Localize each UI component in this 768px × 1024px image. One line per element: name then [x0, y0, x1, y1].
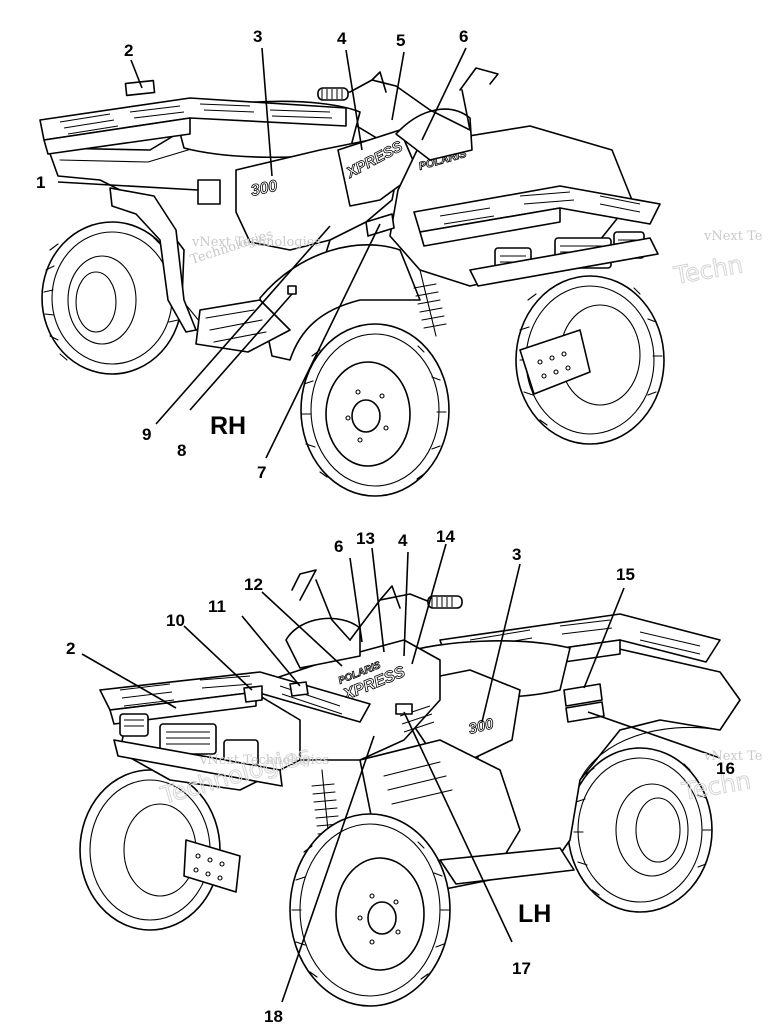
watermark-text: vNext Technologies	[191, 235, 321, 250]
lh-handlebars	[291, 569, 463, 641]
lh-callout-17: 17	[512, 959, 531, 978]
lh-callout-16: 16	[716, 759, 735, 778]
lh-callout-13: 13	[356, 529, 375, 548]
lh-callout-11: 11	[208, 597, 226, 616]
lh-decal-17	[395, 703, 413, 715]
lh-decal-16	[565, 701, 605, 723]
rh-front-rack	[413, 185, 661, 247]
lh-headlights	[113, 713, 283, 787]
lh-decal-10	[243, 685, 263, 703]
rh-headlights	[469, 231, 659, 287]
lh-skid-plate	[183, 839, 241, 893]
rh-front-shock	[413, 269, 447, 337]
rh-decal-1	[197, 179, 221, 205]
lh-decal-15	[563, 683, 603, 707]
lh-callout-10: 10	[166, 611, 185, 630]
rh-callout-1: 1	[36, 173, 45, 192]
lh-callout-14: 14	[436, 527, 455, 546]
rh-callout-9: 9	[142, 425, 151, 444]
rh-callout-2: 2	[124, 41, 133, 60]
rh-rear-rack	[39, 79, 347, 155]
rh-front-right-wheel	[515, 275, 665, 445]
lh-view: 300 XPRESS POLARIS	[66, 527, 763, 1024]
lh-callout-6: 6	[334, 537, 343, 556]
rh-skid-plate	[519, 329, 591, 395]
lh-callout-12: 12	[244, 575, 263, 594]
lh-decal-11	[289, 681, 309, 697]
rh-callout-8: 8	[177, 441, 186, 460]
rh-side-label: RH	[210, 412, 246, 440]
rh-leader-lines	[57, 47, 467, 459]
watermark-text: vNext Te	[703, 229, 763, 244]
rh-callout-4: 4	[337, 29, 347, 48]
watermark-text: vNext Technologies	[199, 753, 329, 768]
rh-callout-7: 7	[257, 463, 266, 482]
watermark-text: Techn	[671, 250, 745, 290]
rh-handlebars	[317, 67, 499, 131]
watermark-text: vNext Te	[703, 749, 763, 764]
rh-callout-3: 3	[253, 27, 262, 46]
rh-view: 300 XPRESS POLARIS	[36, 27, 763, 497]
lh-leader-lines	[81, 543, 721, 1003]
rh-decal-8	[287, 285, 297, 295]
lh-side-label: LH	[518, 900, 551, 928]
rh-300-decal: 300	[249, 178, 279, 200]
lh-callout-18: 18	[264, 1007, 283, 1024]
rh-front-left-wheel	[300, 323, 450, 497]
rh-callout-6: 6	[459, 27, 468, 46]
lh-callout-4: 4	[398, 531, 408, 550]
lh-callout-3: 3	[512, 545, 521, 564]
rh-callout-5: 5	[396, 31, 405, 50]
lh-300-decal: 300	[467, 715, 496, 738]
lh-callout-2: 2	[66, 639, 75, 658]
lh-callout-15: 15	[616, 565, 635, 584]
lh-rear-wheel	[567, 747, 713, 913]
